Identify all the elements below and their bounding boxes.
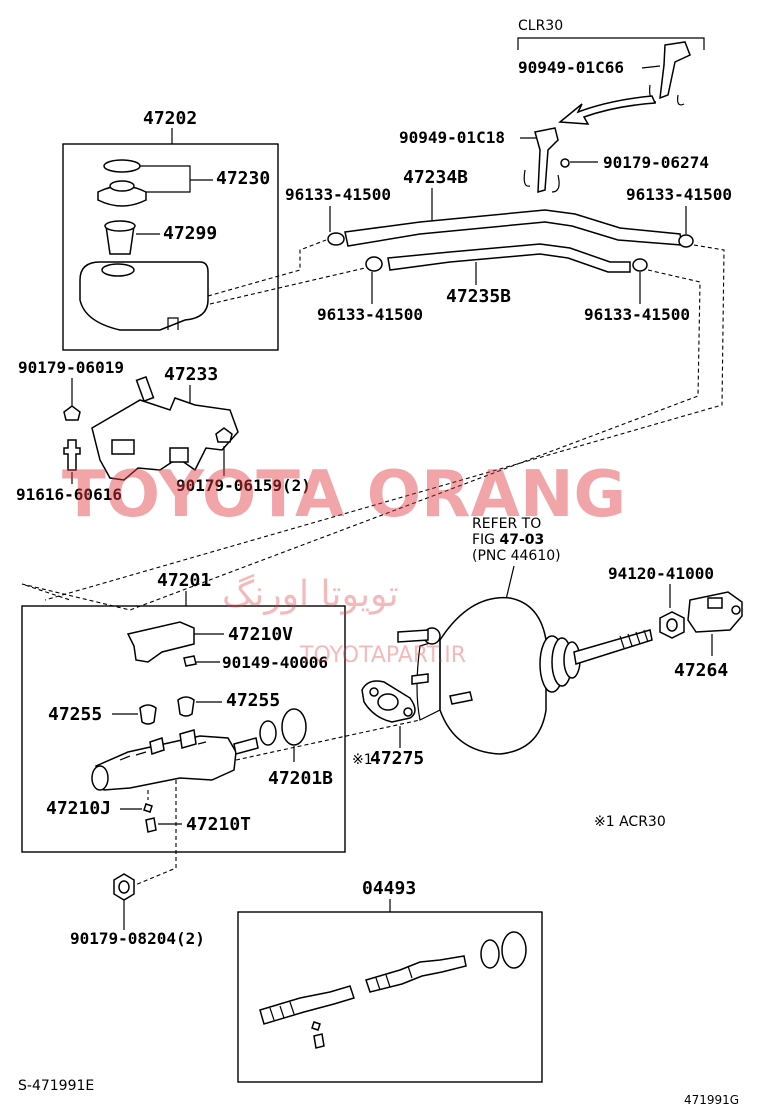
booster-group: REFER TO FIG 47-03 (PNC 44610) ※1 47275 … (352, 516, 743, 830)
hose-clip-icon (649, 41, 691, 106)
label-47275-mark: ※1 (352, 752, 373, 768)
label-90949-01c66[interactable]: 90949-01C66 (518, 58, 624, 77)
hose-clamp-icon (365, 256, 383, 272)
label-pnc: (PNC 44610) (472, 548, 561, 564)
label-47255-a[interactable]: 47255 (48, 704, 102, 725)
washer-icon (311, 1021, 321, 1031)
master-cylinder-box (21, 605, 346, 853)
hose-clamp-icon (678, 234, 694, 248)
label-96133-41500-c[interactable]: 96133-41500 (317, 305, 423, 324)
label-47235b[interactable]: 47235B (446, 286, 511, 307)
master-cylinder-icon (95, 735, 237, 791)
bleeder-screw-icon (313, 1033, 325, 1049)
label-47264[interactable]: 47264 (674, 660, 728, 681)
label-refer-to: REFER TO (472, 516, 541, 532)
repair-kit-group: 04493 (237, 878, 543, 1083)
bolt-icon (63, 439, 81, 471)
nut-90179-08204-group: 90179-08204(2) (70, 873, 205, 948)
watermark-persian: تویوتا اورنگ (222, 573, 399, 615)
o-ring-icon (501, 931, 527, 969)
watermark: TOYOTA ORANG تویوتا اورنگ TOYOTAPART.IR (62, 458, 626, 668)
master-cylinder-group: 47201 47210V 90149-40006 47255 47255 472… (21, 570, 421, 889)
label-96133-41500-d[interactable]: 96133-41500 (584, 305, 690, 324)
label-fig-prefix: FIG (472, 532, 499, 548)
label-47202[interactable]: 47202 (143, 108, 197, 129)
label-90949-01c18[interactable]: 90949-01C18 (399, 128, 505, 147)
label-47201[interactable]: 47201 (157, 570, 211, 591)
label-91616-60616[interactable]: 91616-60616 (16, 485, 122, 504)
label-clr30: CLR30 (518, 18, 563, 34)
reservoir-group: 47202 47230 47299 (62, 108, 279, 351)
nut-icon (560, 158, 570, 168)
union-icon (126, 621, 195, 663)
label-acr30-note: ※1 ACR30 (594, 814, 666, 830)
o-ring-icon (281, 708, 307, 746)
label-47255-b[interactable]: 47255 (226, 690, 280, 711)
figure-code-left: S-471991E (18, 1078, 94, 1094)
hose-47235b (387, 243, 631, 273)
repair-kit-box (237, 911, 543, 1083)
label-96133-41500-a[interactable]: 96133-41500 (285, 185, 391, 204)
label-94120-41000[interactable]: 94120-41000 (608, 564, 714, 583)
arrow-icon (558, 95, 657, 125)
label-fig-line: FIG 47-03 (472, 532, 544, 548)
label-47201b[interactable]: 47201B (268, 768, 333, 789)
hose-47234b (344, 209, 683, 247)
label-90179-06274[interactable]: 90179-06274 (603, 153, 709, 172)
label-90149-40006[interactable]: 90149-40006 (222, 653, 328, 672)
hoses-group: 47234B 96133-41500 96133-41500 96133-415… (21, 167, 732, 611)
label-90179-06019[interactable]: 90179-06019 (18, 358, 124, 377)
screw-icon (183, 655, 197, 667)
watermark-url: TOYOTAPART.IR (299, 643, 466, 668)
brake-booster-icon (439, 596, 547, 755)
grommet-icon (177, 696, 195, 717)
label-47234b[interactable]: 47234B (403, 167, 468, 188)
label-90179-08204[interactable]: 90179-08204(2) (70, 929, 205, 948)
clevis-icon (687, 591, 743, 633)
label-96133-41500-b[interactable]: 96133-41500 (626, 185, 732, 204)
label-47210t[interactable]: 47210T (186, 814, 251, 835)
piston-icon (365, 955, 467, 993)
washer-icon (143, 803, 153, 813)
reservoir-tank-icon (79, 261, 209, 331)
bracket-icon (91, 397, 239, 481)
o-ring-icon (259, 720, 277, 746)
label-90179-06159[interactable]: 90179-06159(2) (176, 476, 311, 495)
clr30-clip-group: CLR30 90949-01C66 (517, 18, 705, 125)
label-47299[interactable]: 47299 (163, 223, 217, 244)
piston-icon (259, 985, 355, 1025)
o-ring-icon (480, 939, 500, 969)
nut-icon (215, 427, 233, 443)
label-47233[interactable]: 47233 (164, 364, 218, 385)
hose-clamp-icon (632, 258, 648, 272)
cap-gasket-icon (103, 159, 141, 173)
reservoir-box (62, 143, 279, 351)
label-04493[interactable]: 04493 (362, 878, 416, 899)
bleeder-screw-icon (145, 817, 157, 833)
label-47230[interactable]: 47230 (216, 168, 270, 189)
clip-90949-01c18-group: 90949-01C18 90179-06274 (399, 127, 709, 194)
figure-code-right: 471991G (684, 1093, 739, 1107)
nut-icon (63, 405, 81, 421)
label-47210j[interactable]: 47210J (46, 798, 111, 819)
clip-icon (534, 127, 559, 194)
hose-clamp-icon (327, 232, 345, 246)
push-rod-icon (573, 629, 653, 665)
label-47275[interactable]: 47275 (370, 748, 424, 769)
bracket-group: 90179-06019 47233 90179-06159(2) 91616-6… (16, 358, 311, 504)
label-fig-number[interactable]: 47-03 (499, 532, 544, 548)
grommet-icon (139, 704, 157, 725)
label-47210v[interactable]: 47210V (228, 624, 293, 645)
watermark-text: TOYOTA ORANG (62, 458, 626, 532)
